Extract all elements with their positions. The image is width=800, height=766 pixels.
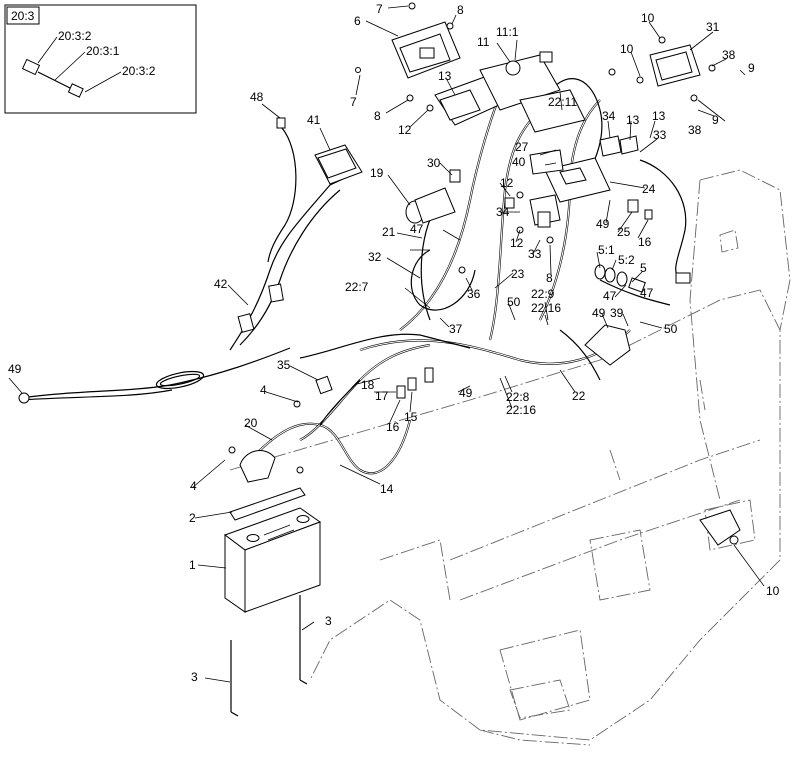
callout-label: 35 — [277, 358, 291, 372]
callout-label: 23 — [511, 267, 525, 281]
callout-label: 39 — [610, 306, 624, 320]
callout-label: 32 — [368, 250, 382, 264]
callout-label: 15 — [404, 410, 418, 424]
machine-frame-outline — [229, 169, 791, 746]
callout-label: 12 — [398, 123, 412, 137]
callout-label: 3 — [191, 670, 198, 684]
callout-label: 4 — [190, 479, 197, 493]
callout-labels: 7 8 6 11:1 11 10 31 10 38 9 48 41 7 8 13… — [8, 2, 780, 684]
callout-label: 13 — [438, 69, 452, 83]
inset-label: 20:3:2 — [122, 64, 156, 78]
callout-label: 25 — [617, 225, 631, 239]
callout-label: 8 — [457, 3, 464, 17]
callout-label: 9 — [748, 61, 755, 75]
callout-label: 17 — [375, 389, 389, 403]
callout-label: 33 — [528, 247, 542, 261]
callout-label: 11 — [477, 35, 490, 49]
wiring-harness — [19, 78, 687, 475]
callout-label: 38 — [722, 48, 736, 62]
callout-label: 11:1 — [496, 25, 519, 39]
callout-label: 21 — [382, 225, 396, 239]
callout-label: 8 — [374, 109, 381, 123]
callout-label: 7 — [350, 95, 357, 109]
callout-label: 13 — [652, 109, 666, 123]
callout-label: 20 — [244, 416, 258, 430]
callout-label: 49 — [596, 217, 610, 231]
callout-label: 5:2 — [618, 253, 635, 267]
callout-label: 19 — [370, 166, 384, 180]
callout-label: 22:7 — [345, 280, 369, 294]
callout-label: 5 — [640, 261, 647, 275]
callout-label: 30 — [427, 156, 441, 170]
callout-label: 1 — [189, 558, 196, 572]
callout-label: 22:16 — [531, 301, 561, 315]
callout-label: 9 — [712, 113, 719, 127]
callout-label: 22:8 — [506, 390, 530, 404]
callout-label: 49 — [459, 386, 473, 400]
callout-label: 16 — [386, 420, 400, 434]
callout-label: 12 — [500, 176, 514, 190]
callout-label: 8 — [546, 271, 553, 285]
callout-label: 10 — [641, 11, 655, 25]
leader-lines — [8, 5, 765, 683]
callout-label: 49 — [8, 362, 22, 376]
callout-label: 10 — [766, 584, 780, 598]
callout-label: 22 — [572, 389, 586, 403]
callout-label: 48 — [250, 90, 264, 104]
callout-label: 31 — [706, 20, 720, 34]
callout-label: 22:9 — [531, 287, 555, 301]
callout-label: 13 — [626, 113, 640, 127]
callout-label: 10 — [620, 42, 634, 56]
callout-label: 14 — [380, 482, 394, 496]
inset-label: 20:3:2 — [58, 29, 92, 43]
callout-label: 40 — [512, 155, 526, 169]
callout-label: 38 — [688, 123, 702, 137]
callout-label: 4 — [260, 383, 267, 397]
callout-label: 18 — [361, 378, 375, 392]
callout-label: 47 — [603, 289, 617, 303]
callout-label: 47 — [640, 286, 654, 300]
callout-label: 3 — [325, 614, 332, 628]
callout-label: 7 — [376, 2, 383, 16]
callout-label: 42 — [214, 277, 228, 291]
callout-label: 37 — [449, 322, 463, 336]
callout-label: 34 — [602, 109, 616, 123]
battery — [223, 400, 322, 717]
components — [18, 21, 741, 546]
inset-detail-20-3: 20:3 20:3:2 20:3:1 20:3:2 — [4, 4, 197, 114]
hardware-fasteners — [296, 2, 716, 474]
callout-label: 50 — [664, 322, 678, 336]
callout-label: 22:11 — [548, 95, 577, 109]
callout-label: 47 — [410, 222, 424, 236]
callout-label: 27 — [515, 140, 529, 154]
callout-label: 50 — [507, 295, 521, 309]
callout-label: 22:16 — [506, 403, 536, 417]
callout-label: 2 — [189, 511, 196, 525]
callout-label: 33 — [653, 128, 667, 142]
callout-label: 49 — [592, 306, 606, 320]
callout-label: 36 — [467, 287, 481, 301]
callout-label: 12 — [510, 236, 524, 250]
callout-label: 6 — [354, 14, 361, 28]
callout-label: 41 — [307, 113, 321, 127]
callout-label: 16 — [638, 235, 652, 249]
callout-label: 34 — [496, 205, 510, 219]
callout-label: 24 — [642, 182, 656, 196]
inset-title: 20:3 — [11, 9, 35, 23]
callout-label: 5:1 — [598, 243, 615, 257]
inset-label: 20:3:1 — [86, 44, 120, 58]
